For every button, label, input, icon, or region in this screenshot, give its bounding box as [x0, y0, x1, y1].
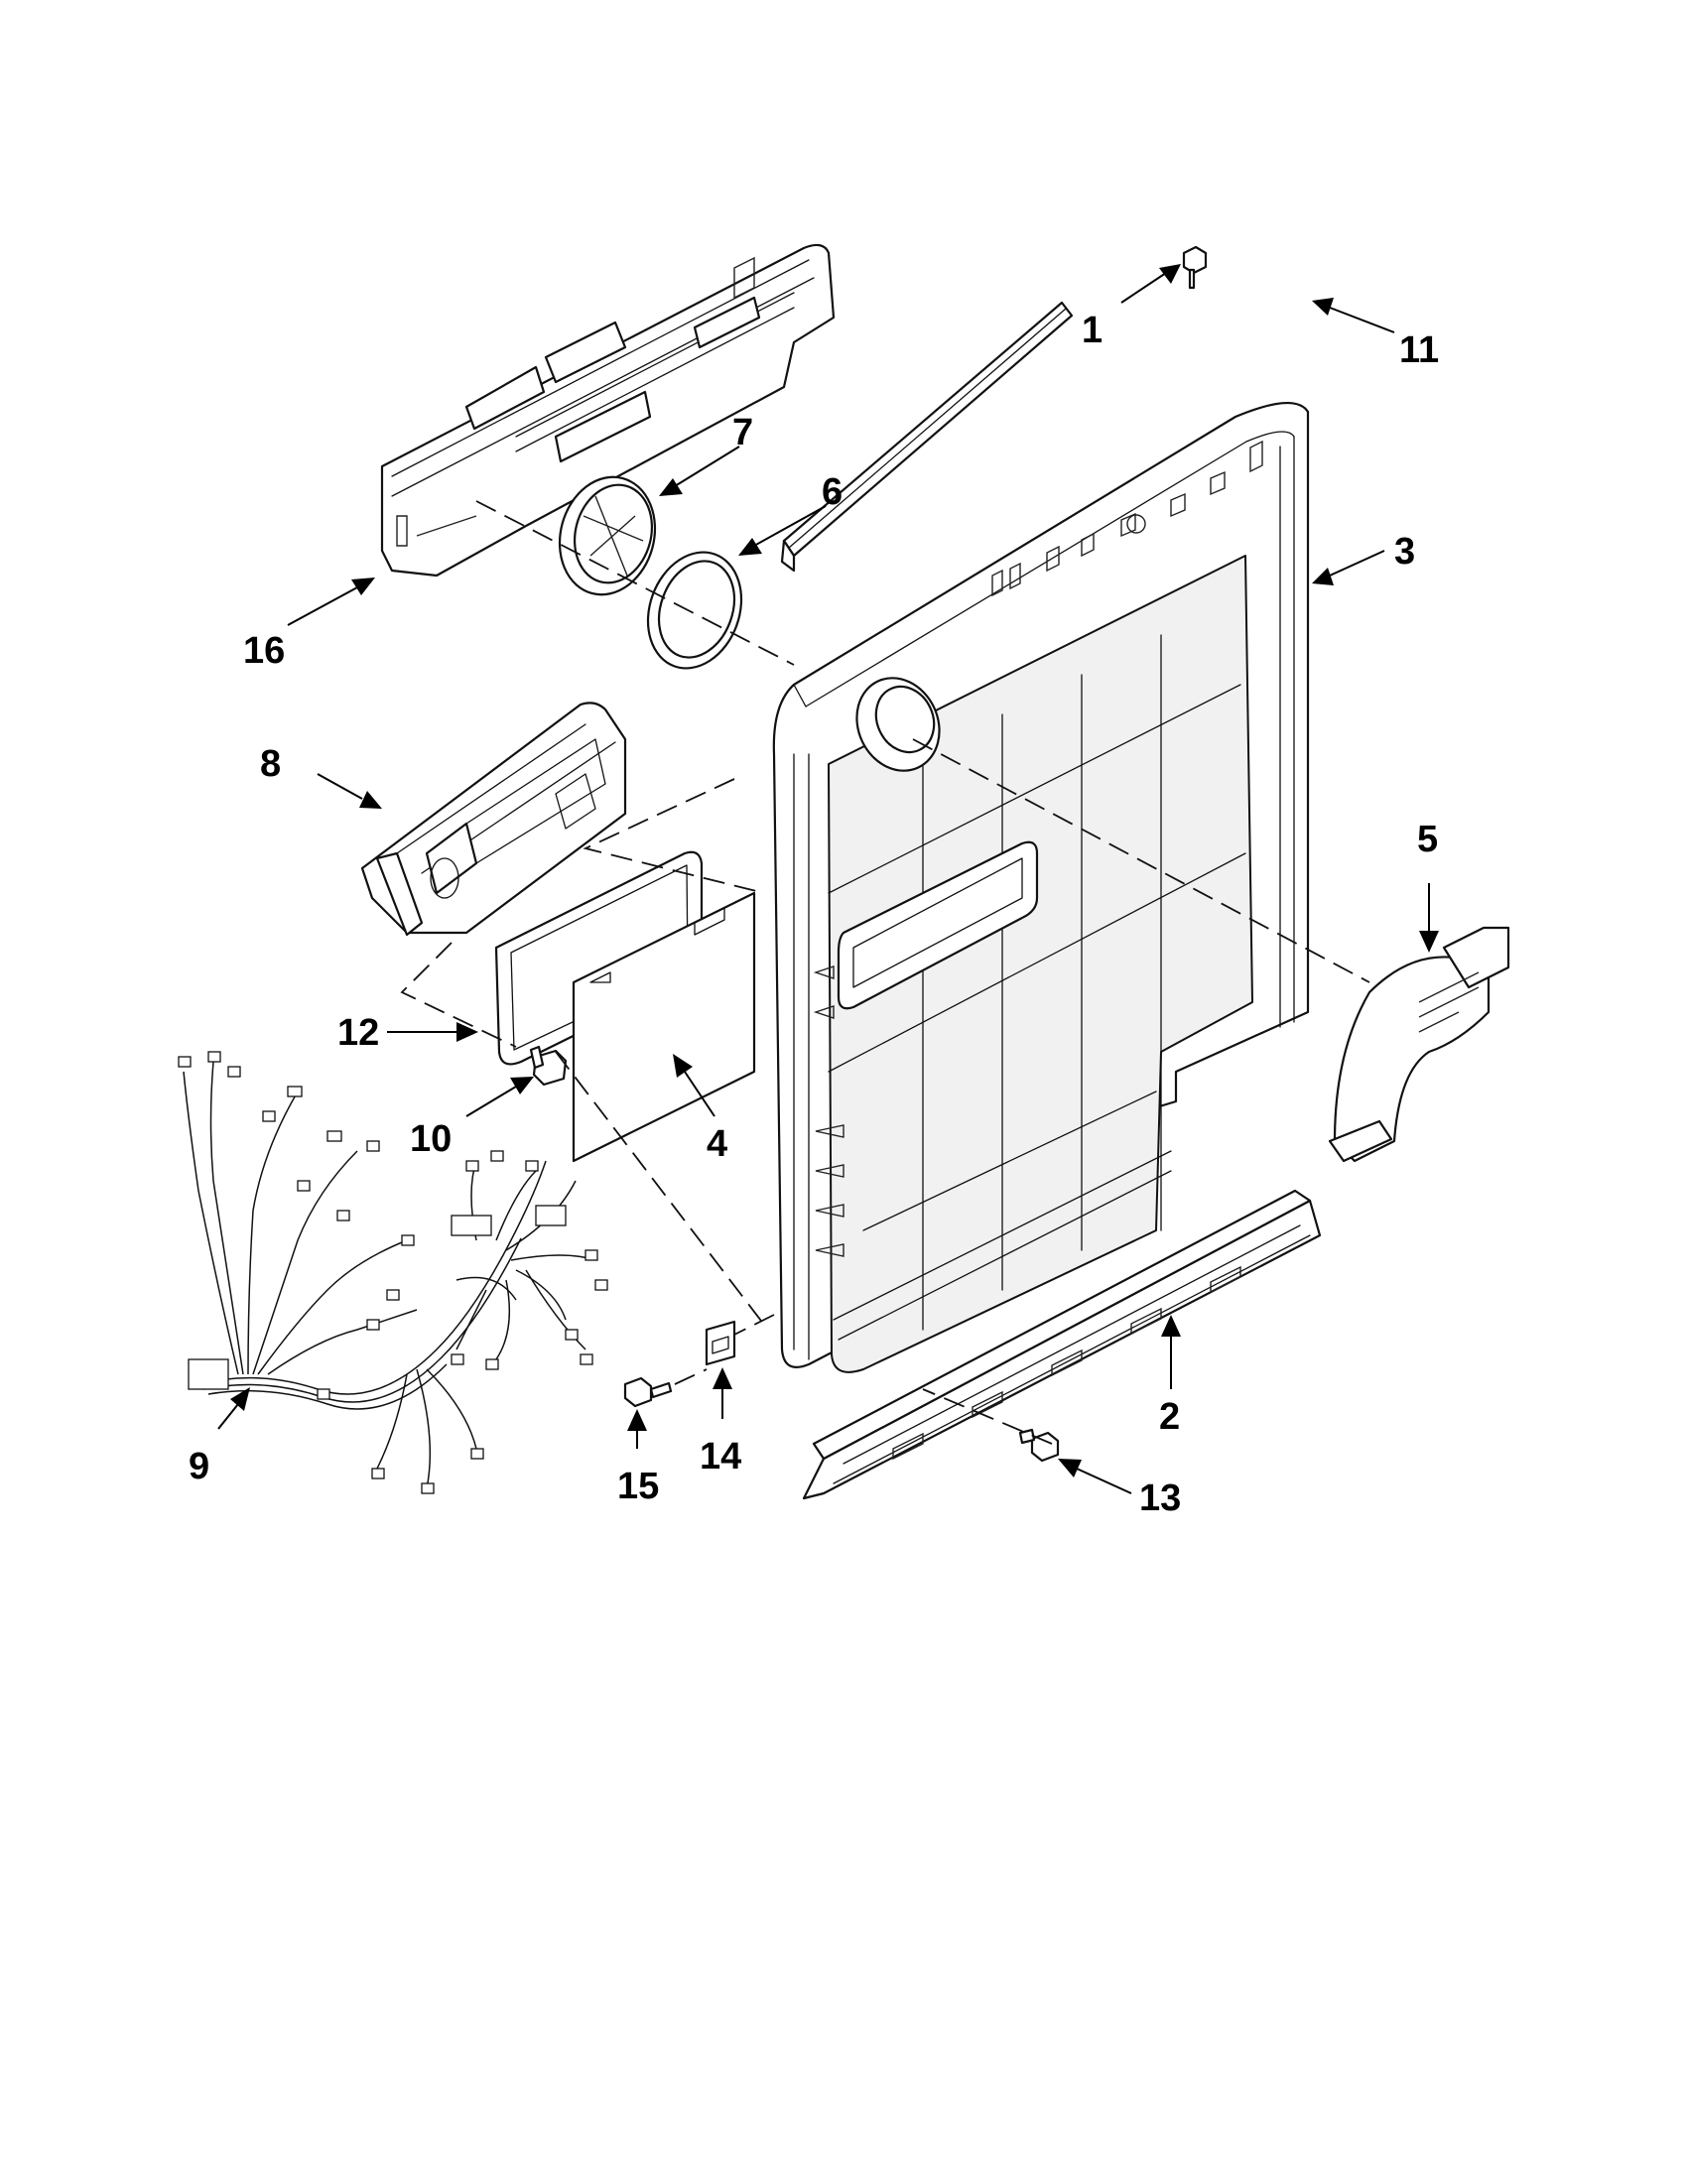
callout-13-label: 13: [1139, 1477, 1181, 1519]
callout-6: 6: [738, 471, 843, 556]
part-screw-fifteen: [623, 1376, 673, 1408]
callout-9: 9: [189, 1387, 250, 1487]
part-screw-thirteen: [1018, 1428, 1060, 1463]
callout-16: 16: [243, 578, 375, 672]
callout-9-label: 9: [189, 1446, 209, 1487]
part-vent-cap: [558, 475, 657, 596]
callout-15: 15: [617, 1409, 659, 1507]
callout-3: 3: [1312, 531, 1415, 585]
callout-14-label: 14: [700, 1436, 741, 1477]
callout-10-label: 10: [410, 1118, 452, 1160]
callout-6-label: 6: [822, 471, 843, 513]
part-screw-ten: [529, 1045, 568, 1087]
callout-11: 11: [1312, 298, 1439, 371]
assembly-dashed-lines: [400, 500, 1370, 1445]
callout-10: 10: [410, 1077, 534, 1160]
part-control-bracket: [380, 243, 836, 578]
part-bottom-trim: [802, 1189, 1322, 1500]
callout-8: 8: [260, 743, 382, 809]
callout-2-label: 2: [1159, 1396, 1180, 1438]
callout-3-label: 3: [1394, 531, 1415, 573]
part-vent-duct: [1328, 926, 1510, 1163]
callout-11-label: 11: [1399, 329, 1439, 371]
callout-12: 12: [337, 1012, 478, 1054]
part-inner-door-panel: [772, 402, 1310, 1373]
callout-15-label: 15: [617, 1466, 659, 1507]
callout-14: 14: [700, 1367, 741, 1477]
part-dispenser: [360, 702, 627, 937]
part-wiring-harness: [178, 1051, 608, 1494]
callout-1-label: 1: [1082, 310, 1103, 351]
callout-16-label: 16: [243, 630, 285, 672]
part-top-trim-strip: [780, 301, 1074, 573]
callout-7-label: 7: [732, 412, 753, 453]
part-clip: [705, 1320, 736, 1366]
callout-1: 1: [1082, 264, 1181, 351]
callout-5: 5: [1417, 819, 1439, 953]
callout-4: 4: [673, 1054, 727, 1165]
callout-4-label: 4: [707, 1123, 727, 1165]
part-gasket-ring: [646, 551, 743, 670]
part-screw-top: [1182, 245, 1208, 290]
part-circuit-board: [572, 891, 756, 1163]
callout-12-label: 12: [337, 1012, 379, 1054]
callout-8-label: 8: [260, 743, 281, 785]
callout-13: 13: [1058, 1459, 1181, 1519]
callout-2: 2: [1159, 1315, 1181, 1438]
callout-7: 7: [659, 412, 753, 496]
callout-5-label: 5: [1417, 819, 1438, 860]
callout-layer: 1 11 3 7 6 16: [189, 264, 1439, 1519]
